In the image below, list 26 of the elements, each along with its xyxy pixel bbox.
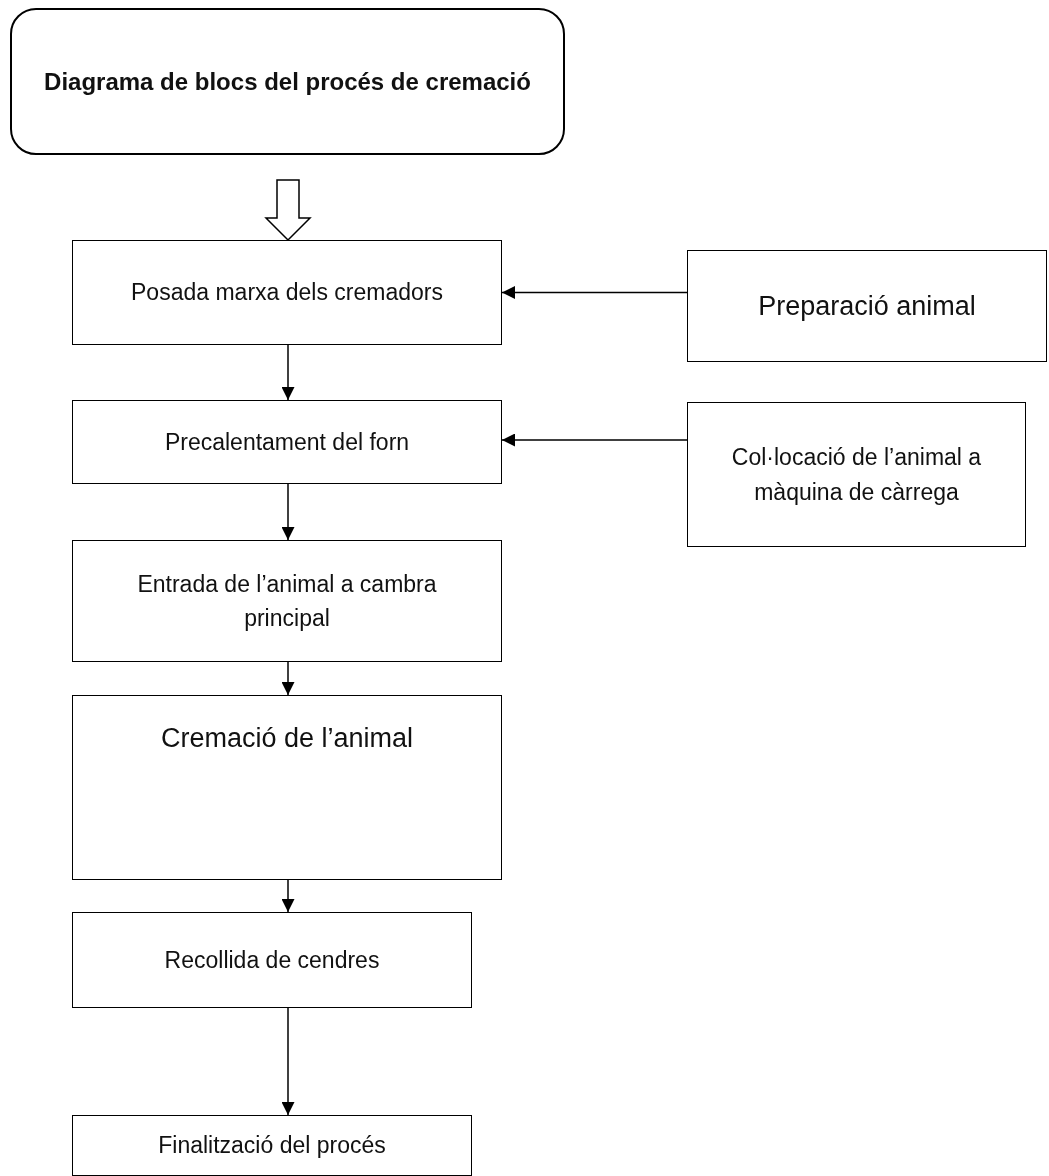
step-label: Precalentament del forn xyxy=(164,427,410,457)
arrow xyxy=(281,483,295,541)
arrow xyxy=(281,344,295,401)
step-label: Finalització del procés xyxy=(158,1131,386,1161)
step-label: Col·locació de l’animal a màquina de càrrega xyxy=(730,443,983,507)
process-box xyxy=(72,400,502,484)
process-box xyxy=(72,1115,472,1176)
process-box xyxy=(72,540,502,662)
arrow xyxy=(281,661,295,696)
process-box xyxy=(72,240,502,345)
process-box xyxy=(687,402,1026,547)
process-box xyxy=(10,8,565,155)
title-text: Diagrama de blocs del procés de cremació xyxy=(44,66,531,97)
step-label: Recollida de cendres xyxy=(164,945,380,975)
arrow xyxy=(281,879,295,913)
block-arrow xyxy=(264,179,312,242)
process-box xyxy=(72,695,502,880)
step-label: Preparació animal xyxy=(758,289,976,323)
process-box xyxy=(72,912,472,1008)
step-label: Posada marxa dels cremadors xyxy=(131,278,443,308)
step-label: Cremació de l’animal xyxy=(160,722,414,755)
arrow xyxy=(501,433,688,447)
arrow xyxy=(281,1007,295,1116)
step-label: Entrada de l’animal a cambra principal xyxy=(136,569,438,633)
arrow xyxy=(501,286,688,299)
process-box xyxy=(687,250,1047,362)
